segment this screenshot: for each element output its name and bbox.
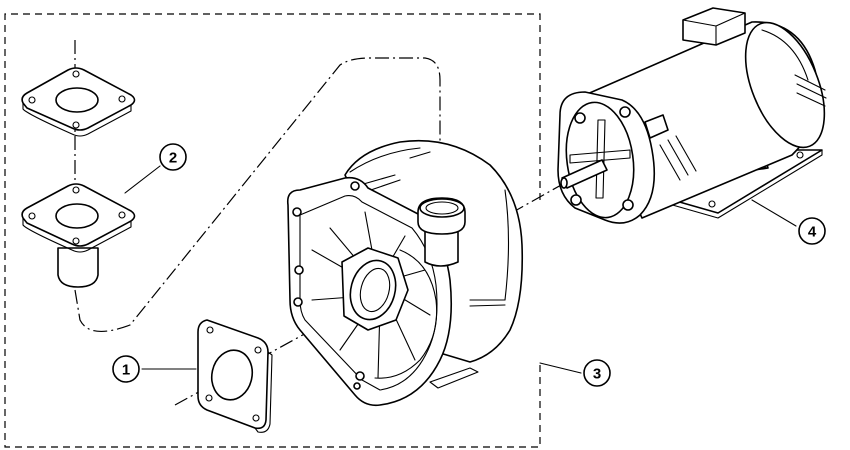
center-line-shaft (489, 179, 571, 226)
callout-3: 3 (583, 359, 611, 387)
electric-motor (557, 7, 827, 224)
kit-boundary-dashed (4, 13, 541, 448)
leader-line-2 (124, 165, 161, 194)
pump-housing (286, 139, 524, 407)
callout-2-label: 2 (169, 150, 177, 167)
callout-1: 1 (112, 355, 140, 383)
leader-line-4 (751, 199, 797, 227)
flange-spigot (21, 183, 136, 288)
gasket-flange (197, 319, 273, 433)
callout-2: 2 (159, 143, 187, 171)
center-line-loop (74, 57, 441, 332)
callout-1-label: 1 (122, 362, 130, 379)
flange-plate-top (21, 67, 136, 137)
callout-3-label: 3 (593, 366, 601, 383)
callout-4-label: 4 (808, 224, 817, 241)
callout-4: 4 (798, 217, 826, 245)
leader-line-3 (539, 362, 582, 374)
